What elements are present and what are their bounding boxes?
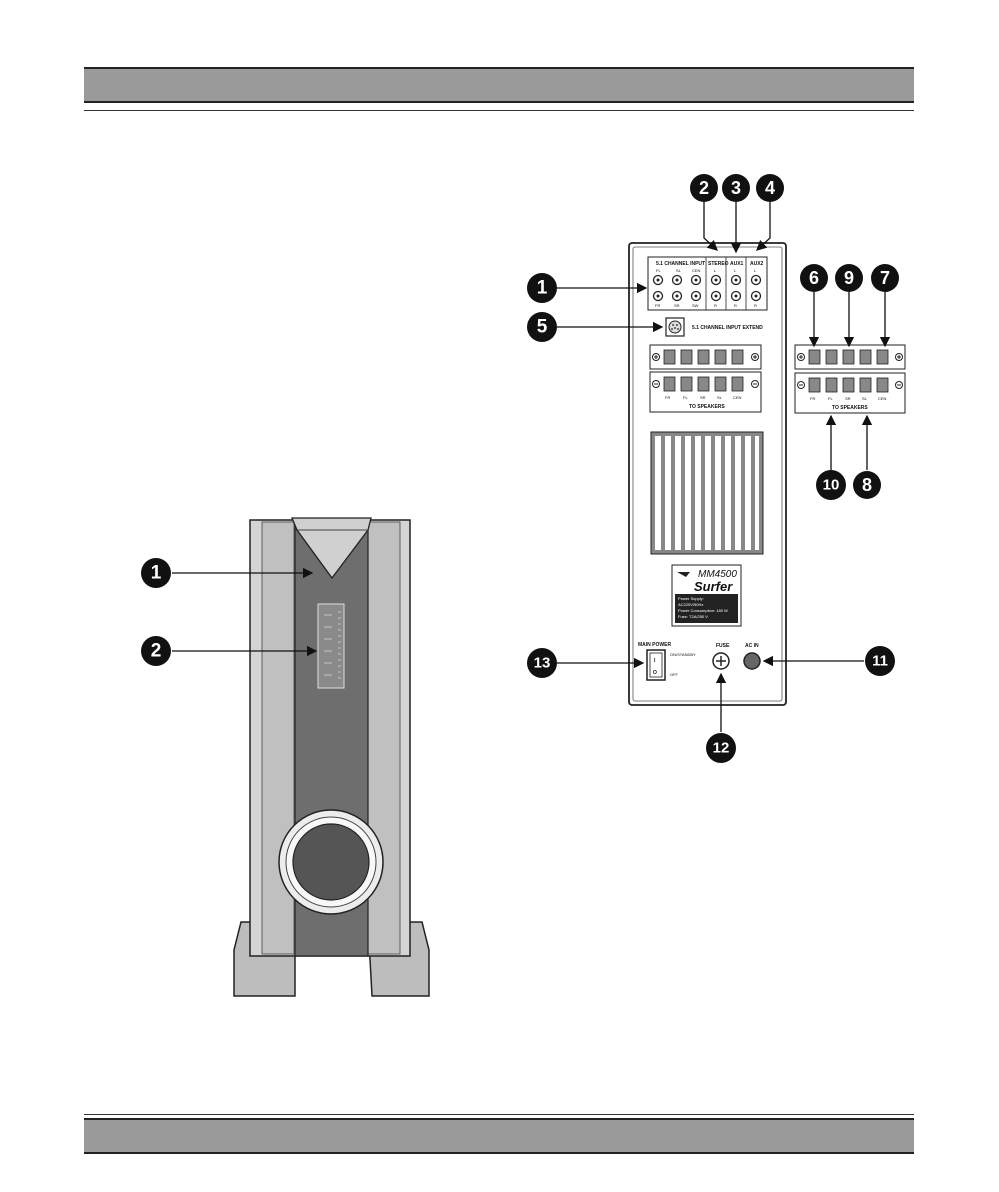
svg-text:1: 1 [151,563,162,584]
svg-text:TO SPEAKERS: TO SPEAKERS [832,405,868,411]
rear-callout-6: 6 [800,264,828,292]
rear-callout-1: 1 [527,273,557,303]
fuse-holder: FUSE [712,643,730,670]
svg-text:FL: FL [828,396,833,401]
svg-text:13: 13 [534,655,551,672]
svg-text:SL: SL [862,396,868,401]
rear-callout-4: 4 [756,174,784,202]
svg-text:CEN: CEN [733,395,742,400]
svg-text:3: 3 [731,178,741,198]
svg-text:ON/STANDBY: ON/STANDBY [670,652,696,657]
svg-text:FR: FR [655,303,660,308]
front-callout-2: 2 [141,636,171,666]
svg-text:5.1 CHANNEL INPUT EXTEND: 5.1 CHANNEL INPUT EXTEND [692,325,763,331]
svg-text:SR: SR [700,395,706,400]
speaker-terminals-rear: FR FL SR SL CEN TO SPEAKERS [649,344,762,413]
svg-text:CEN: CEN [692,268,701,273]
rear-callout-8: 8 [853,471,881,499]
svg-text:R: R [754,303,757,308]
svg-text:Fuse: T2A/250 V: Fuse: T2A/250 V [678,614,708,619]
header-band [84,67,914,103]
svg-text:2: 2 [699,178,709,198]
svg-text:FL: FL [656,268,661,273]
header-rule [84,110,914,111]
svg-text:10: 10 [823,477,840,494]
svg-text:AC220V/50Hz: AC220V/50Hz [678,602,703,607]
svg-text:Power Consumption: 180 W: Power Consumption: 180 W [678,608,728,613]
svg-text:FR: FR [810,396,815,401]
svg-text:12: 12 [713,740,730,757]
svg-text:L: L [734,268,737,273]
rear-callout-2: 2 [690,174,718,202]
rear-callout-9: 9 [835,264,863,292]
svg-text:MM4500: MM4500 [698,569,737,580]
svg-text:R: R [734,303,737,308]
rear-callout-10: 10 [816,470,846,500]
svg-text:SR: SR [845,396,851,401]
svg-text:SR: SR [674,303,680,308]
svg-text:I: I [654,658,656,664]
svg-text:9: 9 [844,268,854,288]
svg-text:AC IN: AC IN [745,643,759,649]
svg-text:5.1 CHANNEL INPUT: 5.1 CHANNEL INPUT [656,261,705,267]
ac-in-socket: AC IN [743,643,761,670]
extend-connector: 5.1 CHANNEL INPUT EXTEND [665,317,763,337]
svg-text:11: 11 [872,653,888,670]
svg-text:TO SPEAKERS: TO SPEAKERS [689,404,725,410]
svg-text:1: 1 [537,278,548,299]
svg-text:FL: FL [683,395,688,400]
svg-text:O: O [653,670,657,676]
svg-text:AUX1: AUX1 [730,261,744,267]
svg-text:AUX2: AUX2 [750,261,764,267]
rear-callout-3: 3 [722,174,750,202]
front-view-speaker [233,517,430,997]
svg-text:MAIN POWER: MAIN POWER [638,642,671,648]
svg-text:6: 6 [809,268,819,288]
svg-text:4: 4 [765,178,775,198]
svg-text:R: R [714,303,717,308]
svg-text:2: 2 [151,641,162,662]
svg-text:7: 7 [880,268,890,288]
svg-text:FR: FR [665,395,670,400]
front-callout-1: 1 [141,558,171,588]
heat-sink [650,431,764,555]
svg-text:STEREO: STEREO [708,261,729,267]
svg-text:L: L [754,268,757,273]
footer-rule [84,1114,914,1115]
svg-text:Surfer: Surfer [694,579,733,594]
svg-text:5: 5 [537,317,548,338]
rear-callout-11: 11 [865,646,895,676]
svg-text:CEN: CEN [878,396,887,401]
rear-callout-7: 7 [871,264,899,292]
speaker-terminals-detail: FR FL SR SL CEN TO SPEAKERS [794,344,906,414]
svg-text:8: 8 [862,475,872,495]
rating-label: MM4500 Surfer Power Supply: AC220V/50Hz … [671,564,742,627]
svg-text:FUSE: FUSE [716,643,730,649]
rear-callout-5: 5 [527,312,557,342]
main-power-switch: MAIN POWER I O ON/STANDBY OFF [638,642,696,681]
svg-text:L: L [714,268,717,273]
svg-text:Power Supply:: Power Supply: [678,596,704,601]
footer-band [84,1118,914,1154]
rear-callout-13: 13 [527,648,557,678]
svg-text:SL: SL [717,395,723,400]
svg-text:SW: SW [692,303,699,308]
rear-callout-12: 12 [706,733,736,763]
svg-text:OFF: OFF [670,672,679,677]
input-jack-panel: 5.1 CHANNEL INPUT STEREO AUX1 AUX2 FL SL… [647,256,768,311]
svg-text:SL: SL [676,268,682,273]
